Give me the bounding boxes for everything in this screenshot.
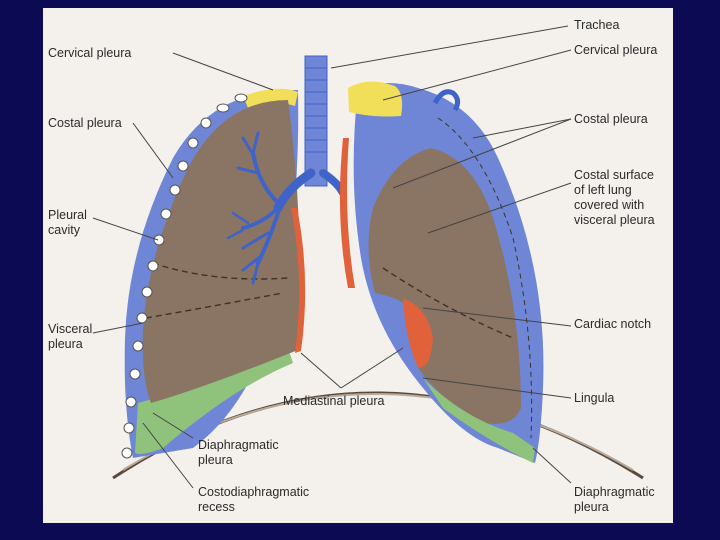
left-lung-fissure bbox=[382, 267, 514, 339]
label-diaphragmatic-pleura-right: Diaphragmatic pleura bbox=[574, 485, 655, 515]
label-visceral-pleura-line1: Visceral bbox=[48, 322, 93, 336]
label-diaphragmatic-pleura-left-line1: Diaphragmatic bbox=[198, 438, 279, 452]
right-mediastinal-pleura bbox=[291, 208, 306, 353]
label-costal-pleura-right: Costal pleura bbox=[574, 112, 648, 126]
left-mediastinal-pleura bbox=[339, 138, 355, 288]
label-cervical-pleura-right: Cervical pleura bbox=[574, 43, 658, 57]
label-visceral-pleura-line2: pleura bbox=[48, 337, 83, 351]
trachea-rings bbox=[305, 67, 327, 153]
label-diaphragmatic-pleura-right-line2: pleura bbox=[574, 500, 609, 514]
rib-sections bbox=[121, 93, 248, 459]
label-diaphragmatic-pleura-right-line1: Diaphragmatic bbox=[574, 485, 655, 499]
label-cervical-pleura-left: Cervical pleura bbox=[48, 46, 132, 60]
left-diaphragmatic-pleura bbox=[423, 378, 535, 463]
left-lung bbox=[368, 148, 521, 424]
label-costal-pleura-left: Costal pleura bbox=[48, 116, 122, 130]
label-diaphragmatic-pleura-left-line2: pleura bbox=[198, 453, 233, 467]
label-costal-surface-line1: Costal surface bbox=[574, 168, 654, 182]
label-trachea: Trachea bbox=[574, 18, 620, 32]
cardiac-notch-region bbox=[403, 298, 433, 368]
label-pleural-cavity-line1: Pleural bbox=[48, 208, 87, 222]
label-mediastinal-pleura: Mediastinal pleura bbox=[283, 394, 385, 408]
label-costodiaphragmatic-recess-line2: recess bbox=[198, 500, 235, 514]
leader-lines bbox=[92, 25, 572, 489]
lung-pleura-illustration bbox=[92, 25, 644, 489]
pleura-cut-curl bbox=[432, 89, 461, 112]
label-lingula: Lingula bbox=[574, 391, 615, 405]
right-diaphragmatic-pleura bbox=[135, 348, 293, 454]
label-costal-surface-line4: visceral pleura bbox=[574, 213, 655, 227]
label-pleural-cavity-line2: cavity bbox=[48, 223, 80, 237]
label-pleural-cavity: Pleural cavity bbox=[48, 208, 87, 238]
label-costal-surface-line2: of left lung bbox=[574, 183, 632, 197]
left-pleura-dashed bbox=[437, 117, 533, 439]
diagram-panel: Cervical pleura Costal pleura Pleural ca… bbox=[43, 8, 673, 523]
label-cardiac-notch: Cardiac notch bbox=[574, 317, 652, 331]
trachea-tube bbox=[304, 55, 328, 187]
label-costal-surface: Costal surface of left lung covered with… bbox=[574, 168, 655, 228]
left-cervical-pleura bbox=[348, 81, 403, 117]
label-costodiaphragmatic-recess-line1: Costodiaphragmatic bbox=[198, 485, 310, 499]
right-lung-fissure-1 bbox=[152, 262, 289, 280]
right-lung-fissure-2 bbox=[145, 292, 284, 319]
right-lung bbox=[142, 100, 301, 403]
label-costodiaphragmatic-recess: Costodiaphragmatic recess bbox=[198, 485, 309, 515]
label-visceral-pleura: Visceral pleura bbox=[48, 322, 92, 352]
label-diaphragmatic-pleura-left: Diaphragmatic pleura bbox=[198, 438, 279, 468]
label-costal-surface-line3: covered with bbox=[574, 198, 645, 212]
bronchial-tree bbox=[226, 131, 347, 285]
